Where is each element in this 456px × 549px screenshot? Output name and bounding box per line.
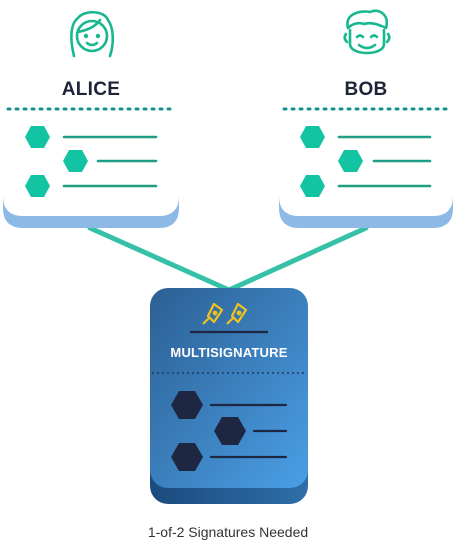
female-user-icon	[70, 10, 115, 58]
bob-card	[279, 0, 453, 228]
male-user-icon	[343, 9, 391, 55]
bob-connector	[226, 225, 369, 293]
hexagon-icon	[63, 150, 88, 172]
hexagon-icon	[171, 443, 203, 471]
bob-name-label: BOB	[344, 79, 388, 100]
fountain-pen-nibs-icon	[202, 302, 248, 325]
alice-connector	[87, 225, 232, 293]
multisig-title: MULTISIGNATURE	[170, 345, 288, 360]
multisig-text-lines	[209, 403, 288, 459]
diagram-caption: 1-of-2 Signatures Needed	[147, 524, 309, 540]
connector-lines	[87, 225, 369, 293]
multisig-hexagons	[171, 391, 246, 471]
hexagon-icon	[171, 391, 203, 419]
hexagon-icon	[300, 126, 325, 148]
hexagon-icon	[338, 150, 363, 172]
multisig-card	[150, 288, 308, 504]
hexagon-icon	[25, 175, 50, 197]
alice-hexagons	[25, 126, 88, 197]
bob-hexagons	[300, 126, 363, 197]
hexagon-icon	[25, 126, 50, 148]
hexagon-icon	[214, 417, 246, 445]
hexagon-icon	[300, 175, 325, 197]
alice-text-lines	[62, 135, 158, 188]
alice-name-label: ALICE	[61, 79, 121, 100]
bob-text-lines	[337, 135, 432, 188]
alice-card	[3, 0, 179, 228]
